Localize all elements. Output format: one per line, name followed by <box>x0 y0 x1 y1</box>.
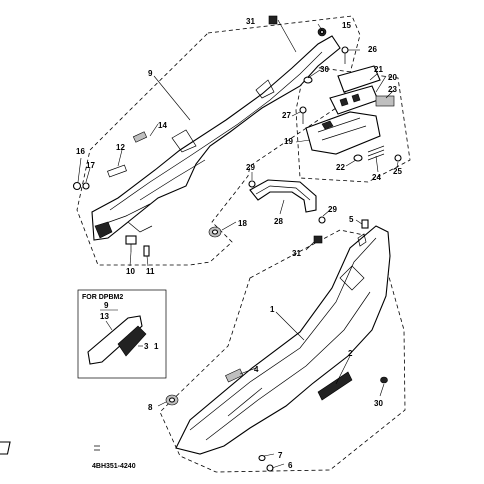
leader-lines <box>77 19 399 469</box>
callout-24: 24 <box>372 173 381 182</box>
washer-22-part <box>353 154 363 162</box>
callout-9: 9 <box>148 69 153 78</box>
callout-8: 8 <box>148 403 153 412</box>
callout-10: 10 <box>126 267 135 276</box>
seat-bracket-boundary <box>295 65 411 183</box>
bolt-29-lower-part <box>318 216 326 224</box>
screw-25-part <box>394 154 402 162</box>
inset-callout-1: 1 <box>154 342 159 351</box>
inset-callout-3: 3 <box>144 342 149 351</box>
callout-11: 11 <box>146 267 155 276</box>
nut-10-part <box>125 235 137 252</box>
callout-30-top: 30 <box>320 65 329 74</box>
grab-bar-28-part <box>249 179 317 213</box>
callout-15: 15 <box>342 21 351 30</box>
callout-28: 28 <box>274 217 283 226</box>
side-cover-part <box>175 225 391 455</box>
bolt-6-part <box>266 464 274 472</box>
inset-callout-13: 13 <box>100 312 109 321</box>
callout-2: 2 <box>348 349 353 358</box>
callout-17: 17 <box>86 161 95 170</box>
inset-callout-9: 9 <box>104 301 109 310</box>
fastener-15-part <box>317 27 327 37</box>
callout-labels: 9 31 15 30 26 21 20 23 27 19 22 24 25 14… <box>76 17 402 470</box>
callout-31-top: 31 <box>246 17 255 26</box>
callout-25: 25 <box>393 167 402 176</box>
washer-7-part <box>258 454 266 462</box>
callout-30-lower: 30 <box>374 399 383 408</box>
upper-assembly-boundary <box>76 15 361 266</box>
bracket-5-part <box>361 219 369 229</box>
callout-20: 20 <box>388 73 397 82</box>
grommet-30-top-part <box>303 76 313 84</box>
collar-8-part <box>165 394 179 406</box>
tail-cover-part <box>91 35 341 241</box>
callout-21: 21 <box>374 65 383 74</box>
inset-decal-part <box>87 315 147 365</box>
block-23-part <box>375 95 395 107</box>
label-14-part <box>132 131 148 143</box>
callout-29-upper: 29 <box>246 163 255 172</box>
callout-19: 19 <box>284 137 293 146</box>
callout-18: 18 <box>238 219 247 228</box>
bolt-27-part <box>299 106 307 124</box>
rubber-31-mid-part <box>313 235 323 244</box>
inset-title: FOR DPBM2 <box>82 294 123 301</box>
callout-7: 7 <box>278 451 283 460</box>
emblem-4-part <box>225 368 244 383</box>
clip-12-part <box>107 164 127 178</box>
bolt-29-upper-part <box>248 180 256 188</box>
plate-20-part <box>329 85 379 115</box>
callout-16: 16 <box>76 147 85 156</box>
callout-5: 5 <box>349 215 354 224</box>
callout-26: 26 <box>368 45 377 54</box>
bolt-26-part <box>341 46 349 64</box>
callout-23: 23 <box>388 85 397 94</box>
collar-18-part <box>208 226 222 238</box>
callout-22: 22 <box>336 163 345 172</box>
callout-6: 6 <box>288 461 293 470</box>
bolt-11-part <box>143 245 150 257</box>
grommet-30-lower-part <box>380 376 388 384</box>
seat-bracket-part <box>305 111 381 155</box>
callout-31-mid: 31 <box>292 249 301 258</box>
inset-frame <box>77 289 167 379</box>
callout-29-lower: 29 <box>328 205 337 214</box>
plate-21-part <box>337 65 381 93</box>
callout-4: 4 <box>254 365 259 374</box>
rubber-31-top-part <box>268 15 278 25</box>
bolt-16-part <box>72 181 90 191</box>
callout-12: 12 <box>116 143 125 152</box>
callout-14: 14 <box>158 121 167 130</box>
inset-leader-13 <box>105 320 113 331</box>
manufacturer-logo <box>0 441 100 455</box>
callout-27: 27 <box>282 111 291 120</box>
callout-1: 1 <box>270 305 275 314</box>
figure-code: 4BH351-4240 <box>92 463 136 470</box>
